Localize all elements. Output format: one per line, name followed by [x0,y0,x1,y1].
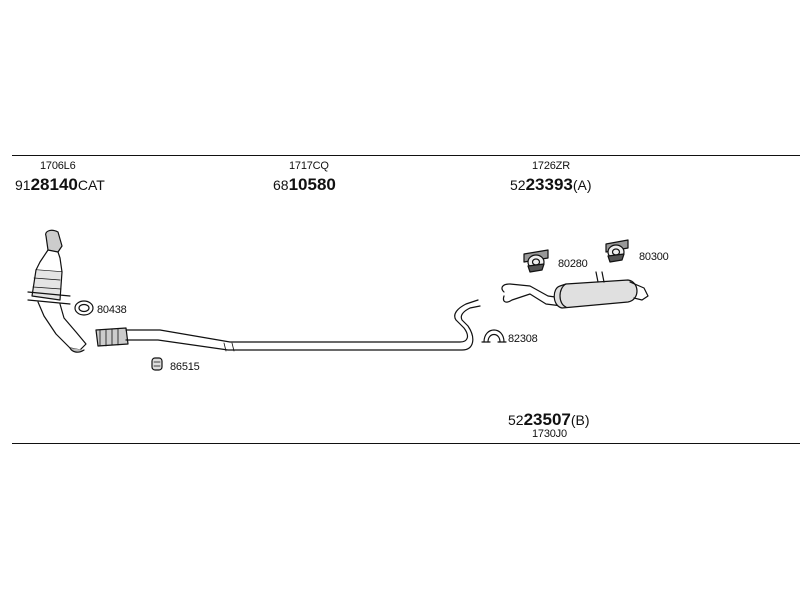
rear-muffler-b-code: 1730J0 [532,428,567,440]
rear-muffler-code: 1726ZR [532,160,570,172]
gasket-number: 80438 [97,304,127,316]
top-rule [12,155,800,156]
hanger-2-number: 80300 [639,251,669,263]
catalyst-code: 1706L6 [40,160,76,172]
bottom-rule [12,443,800,444]
hanger-1-number: 80280 [558,258,588,270]
catalyst-drawing [27,229,87,353]
catalyst-part-number: 9128140CAT [15,175,105,194]
rear-muffler-b-part-number: 5223507(B) [508,410,590,429]
rear-muffler-drawing [501,271,649,309]
gasket-drawing [74,300,94,316]
clamp-drawing [481,329,507,343]
rear-muffler-part-number: 5223393(A) [510,175,592,194]
hanger-2-drawing [605,239,629,263]
middle-pipe-code: 1717CQ [289,160,329,172]
hanger-1-drawing [523,249,549,273]
clamp-nut-drawing [151,357,163,371]
middle-pipe-part-number: 6810580 [273,175,336,194]
clamp-number: 82308 [508,333,538,345]
middle-pipe-drawing [95,299,481,352]
clamp-nut-number: 86515 [170,361,200,373]
